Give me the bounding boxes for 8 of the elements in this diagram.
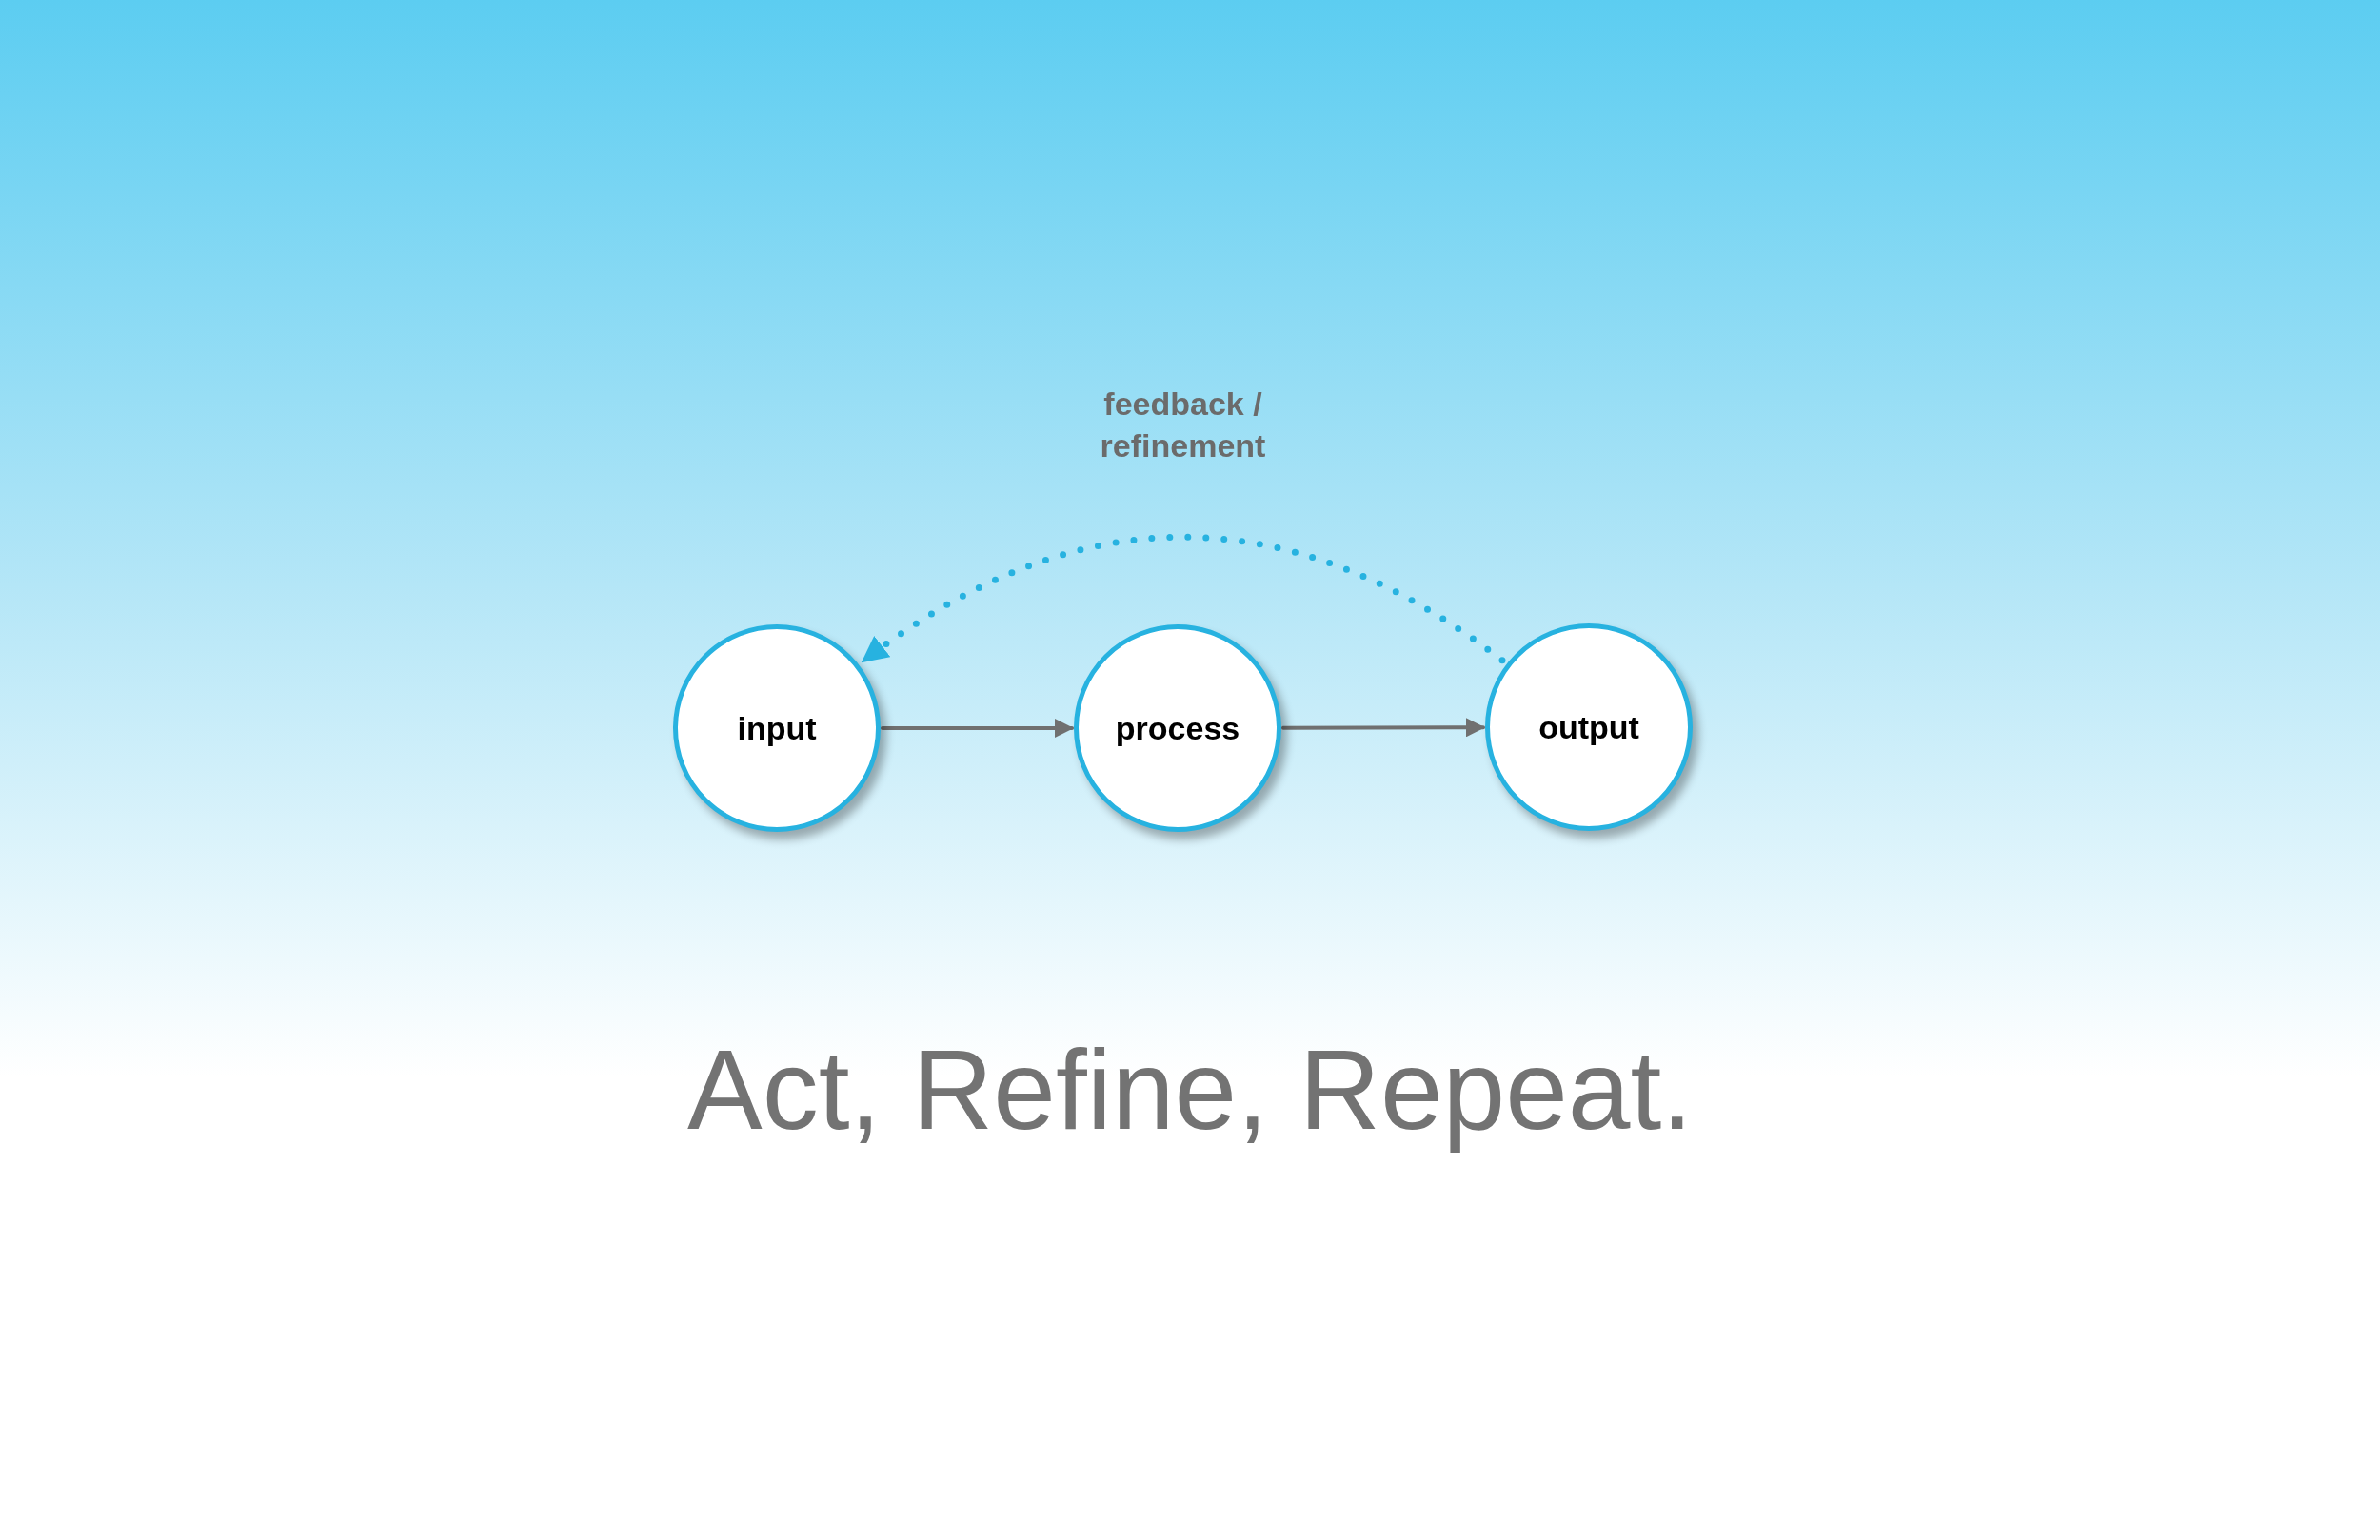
dotted-arrow <box>860 533 1506 665</box>
node-label: process <box>1115 708 1240 748</box>
node-label: output <box>1538 707 1639 747</box>
arrow <box>881 719 1074 738</box>
title: Act, Refine, Repeat. <box>687 1026 1693 1155</box>
node-label: input <box>737 708 817 748</box>
arrow <box>1281 718 1485 738</box>
edge-label: feedback / refinement <box>1099 384 1267 465</box>
